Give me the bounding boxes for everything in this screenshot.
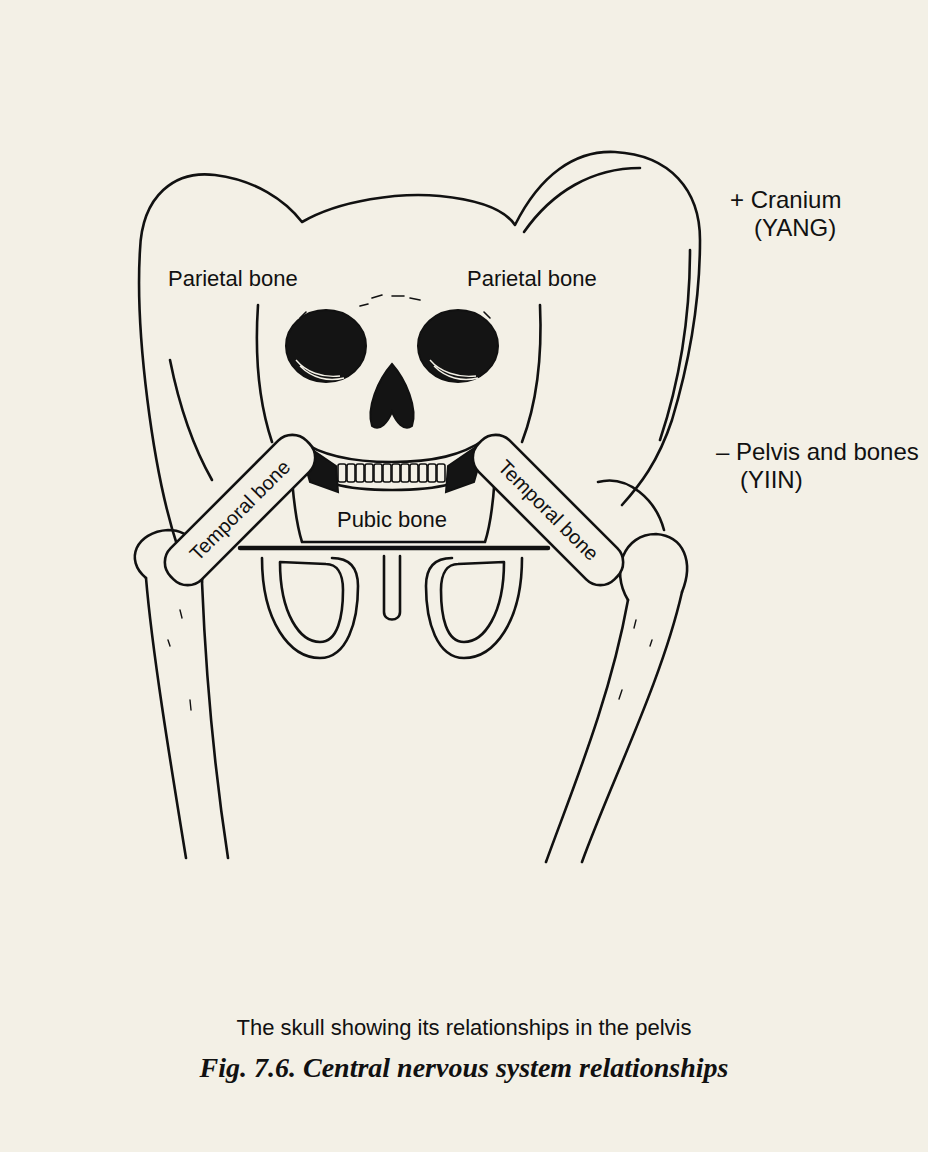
- temporal-band: [465, 427, 632, 594]
- lower-teeth-line: [335, 484, 450, 490]
- pelvis-cranium-outline: [139, 152, 700, 548]
- part-label: Parietal bone: [467, 266, 597, 291]
- polarity-label: + Cranium (YANG): [730, 186, 904, 241]
- part-label: Pubic bone: [337, 507, 447, 532]
- wing-inner-line: [660, 250, 690, 440]
- pubic-rim: [240, 546, 548, 551]
- bone-outlines: [135, 152, 700, 862]
- subcaption-text: The skull showing its relationships in t…: [237, 1015, 692, 1040]
- part-label: Parietal bone: [168, 266, 298, 291]
- polarity-label: – Pelvis and bones (YIIN): [716, 438, 920, 493]
- obturator-foramen: [426, 558, 522, 658]
- skull-dark-features: [286, 310, 498, 492]
- skull-side-line: [257, 305, 272, 442]
- eye-socket: [286, 310, 366, 382]
- pubic-symphysis: [384, 556, 400, 620]
- obturator-foramen: [262, 558, 358, 658]
- wing-inner-line: [524, 168, 640, 232]
- eye-socket: [418, 310, 498, 382]
- temporal-band: [157, 427, 324, 594]
- nasal-cavity: [370, 364, 413, 428]
- skull-side-line: [522, 305, 540, 442]
- wing-inner-line: [170, 360, 212, 480]
- maxilla-line: [300, 440, 484, 462]
- figure-caption: Fig. 7.6. Central nervous system relatio…: [200, 1052, 729, 1084]
- teeth: [338, 464, 445, 482]
- eye-hatching: [296, 360, 478, 380]
